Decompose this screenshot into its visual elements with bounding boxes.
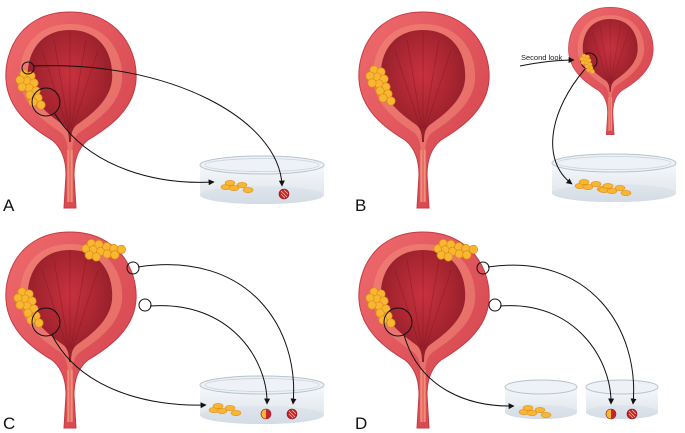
arrow [137,264,297,405]
petri-dish [551,153,677,203]
biopsy-site-circle [488,298,502,312]
resection-site-circle [383,307,413,337]
panel-c: C [3,227,325,433]
resection-site-circle [31,87,61,117]
petri-dish [585,379,659,420]
biopsy-specimen [278,188,290,200]
arrow [552,68,586,185]
panel-label: B [355,196,366,215]
bladder-illustration [358,11,490,209]
bladder-illustration [5,231,137,429]
bladder-illustration [358,231,490,429]
arrow [499,305,615,405]
petri-dish [199,155,325,205]
arrow [51,334,207,409]
biopsy-specimen [260,408,272,420]
biopsy-site-circle [138,298,152,312]
biopsy-site-circle [21,61,35,75]
second-look-bladder [568,6,654,136]
biopsy-specimen [626,408,638,420]
arrow [149,305,271,405]
panel-b: Second look B [355,6,677,215]
panel-label: D [355,414,367,433]
panel-label: C [3,414,15,433]
biopsy-site-circle [126,261,140,275]
arrow [32,65,285,187]
biopsy-specimen [286,408,298,420]
biopsy-site-circle [476,261,490,275]
bladder-illustration [5,11,137,209]
arrow [54,113,215,186]
biopsy-specimen [605,408,617,420]
annotation-label: Second look [521,53,563,62]
petri-dish [504,379,578,420]
arrow [487,264,637,405]
panel-d: D [355,227,659,433]
arrow [519,57,575,67]
panel-a: A [3,11,325,215]
arrow [403,334,515,410]
resection-site-circle [31,307,61,337]
panel-label: A [3,196,15,215]
